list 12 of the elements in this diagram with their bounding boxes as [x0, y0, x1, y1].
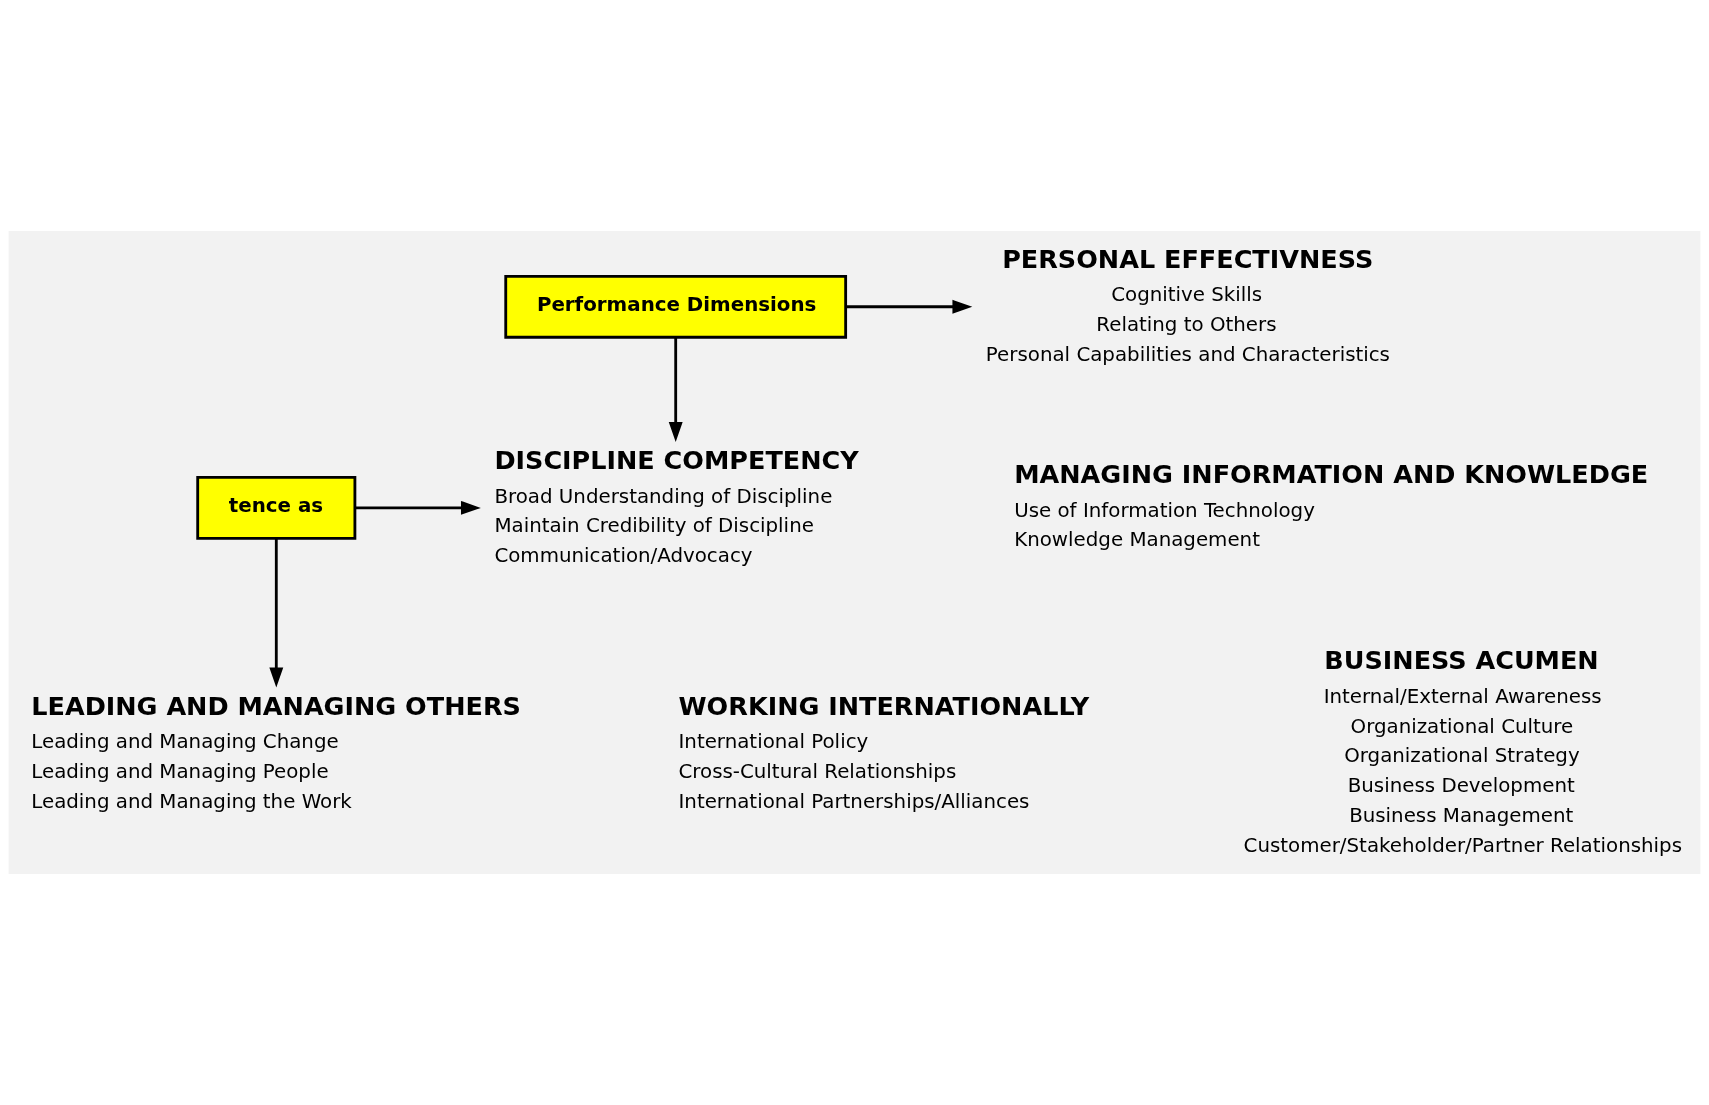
arrow [269, 538, 284, 688]
arrow [355, 500, 481, 515]
arrow [845, 299, 973, 314]
node-text: LEADING AND MANAGING OTHERS Leading and Managing Change Leading and Managing People Leading and Managing the Work [31, 690, 521, 813]
node-box: tence as [196, 476, 357, 540]
node-text: WORKING INTERNATIONALLY International Policy Cross-Cultural Relationships International Partnerships/Alliances [678, 690, 1090, 813]
node-text: DISCIPLINE COMPETENCY Broad Understanding of Discipline Maintain Credibility of Discipline Communication/Advocacy [494, 444, 859, 567]
arrow [668, 337, 683, 442]
node-text: PERSONAL EFFECTIVNESS Cognitive Skills Relating to Others Personal Capabilities and Characteristics [985, 243, 1390, 366]
node-box: Performance Dimensions [504, 274, 848, 339]
node-text: BUSINESS ACUMEN Internal/External Awareness Organizational Culture Organizational Strategy Business Development Business Management Customer/Stakeholder/Partner Relationships [1243, 645, 1682, 857]
node-text: MANAGING INFORMATION AND KNOWLEDGE Use of Information Technology Knowledge Management [1014, 458, 1649, 552]
